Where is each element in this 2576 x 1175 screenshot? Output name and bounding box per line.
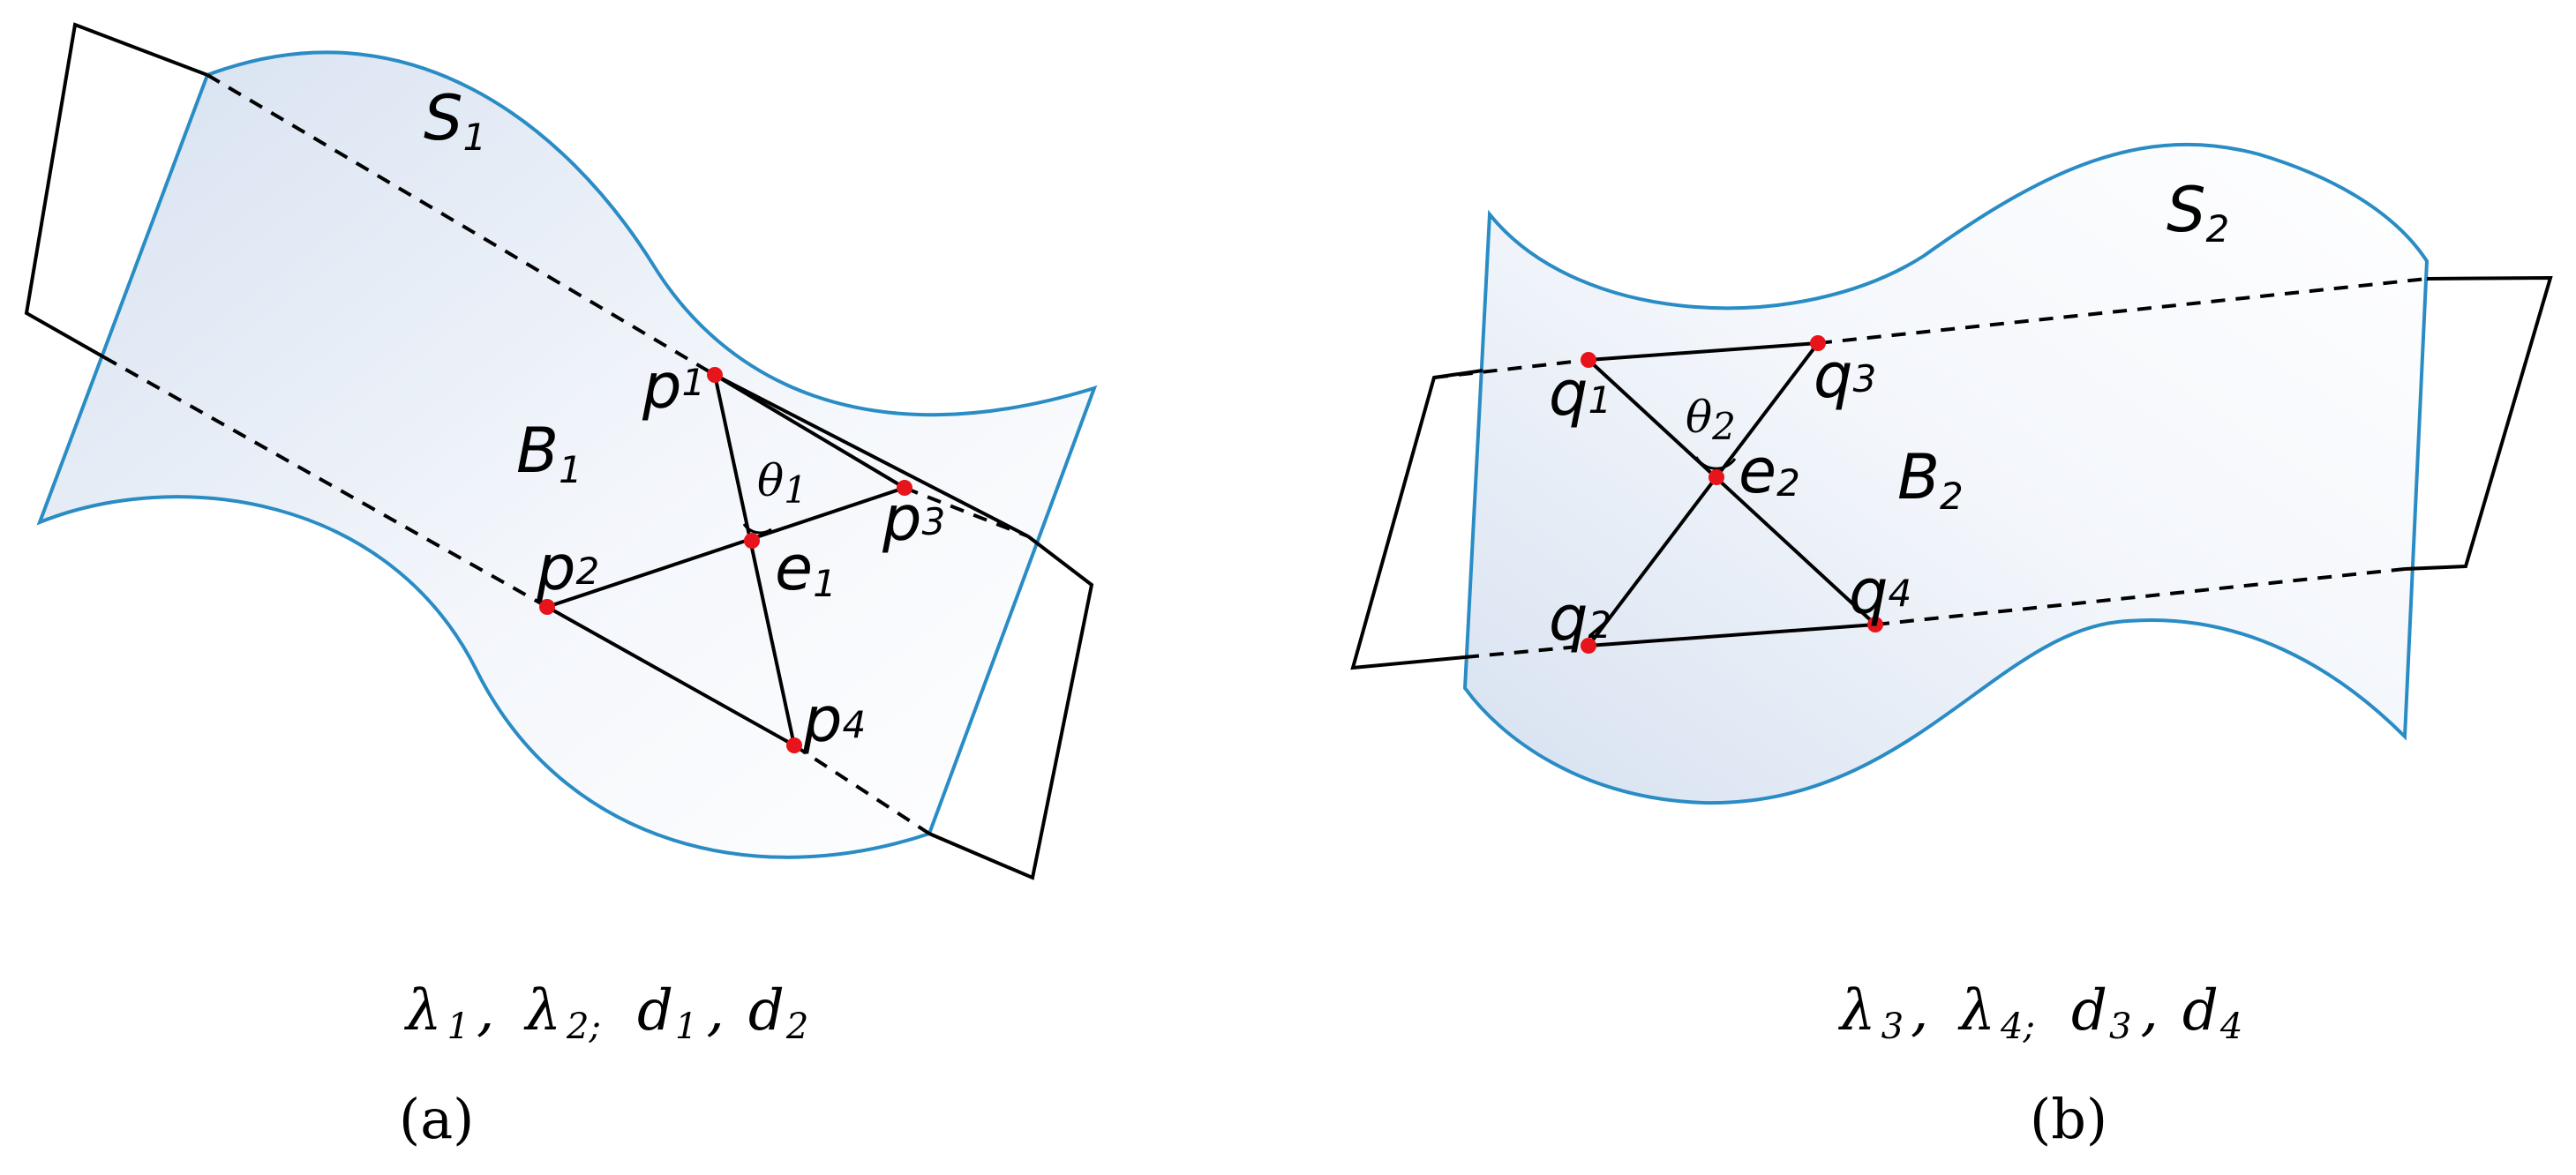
angle-arc-theta2 — [1694, 456, 1737, 470]
panel-label-a: (a) — [399, 1087, 474, 1151]
point-p2 — [539, 599, 555, 615]
construction-lines-a — [546, 373, 906, 746]
points-a — [539, 367, 912, 753]
point-q2 — [1581, 638, 1596, 654]
label-p2: p2 — [536, 532, 599, 604]
label-q3: q3 — [1814, 340, 1876, 412]
point-q3 — [1810, 335, 1826, 351]
label-s1: S1 — [424, 82, 486, 159]
points-b — [1581, 335, 1883, 654]
label-q1: q1 — [1549, 357, 1611, 430]
label-e1: e1 — [775, 532, 837, 605]
plane-b2 — [1350, 275, 2553, 670]
point-p4 — [786, 737, 802, 753]
point-e1 — [744, 533, 760, 549]
label-q4: q4 — [1849, 556, 1911, 628]
label-p4: p4 — [802, 684, 866, 756]
construction-lines-b — [1587, 341, 1877, 647]
panel-label-b: (b) — [2030, 1087, 2107, 1151]
point-p1 — [707, 367, 723, 383]
plane-b1 — [24, 22, 1094, 880]
label-s2: S2 — [2167, 174, 2229, 251]
label-p1: p1 — [642, 350, 705, 423]
angle-arc-theta1 — [742, 523, 772, 535]
label-theta1: θ1 — [757, 455, 807, 512]
label-p3: p3 — [882, 483, 945, 555]
point-q1 — [1581, 352, 1596, 368]
point-q4 — [1867, 617, 1883, 632]
label-b2: B2 — [1897, 441, 1964, 518]
point-p3 — [897, 480, 912, 496]
label-e2: e2 — [1739, 435, 1800, 507]
plane-b1-hidden-edges — [103, 73, 1029, 835]
label-q2: q2 — [1549, 582, 1611, 655]
label-theta2: θ2 — [1686, 392, 1736, 448]
plane-b2-hidden-edges — [1433, 277, 2428, 659]
label-b1: B1 — [516, 415, 582, 491]
surface-s2 — [1462, 142, 2430, 805]
point-e2 — [1709, 469, 1724, 485]
